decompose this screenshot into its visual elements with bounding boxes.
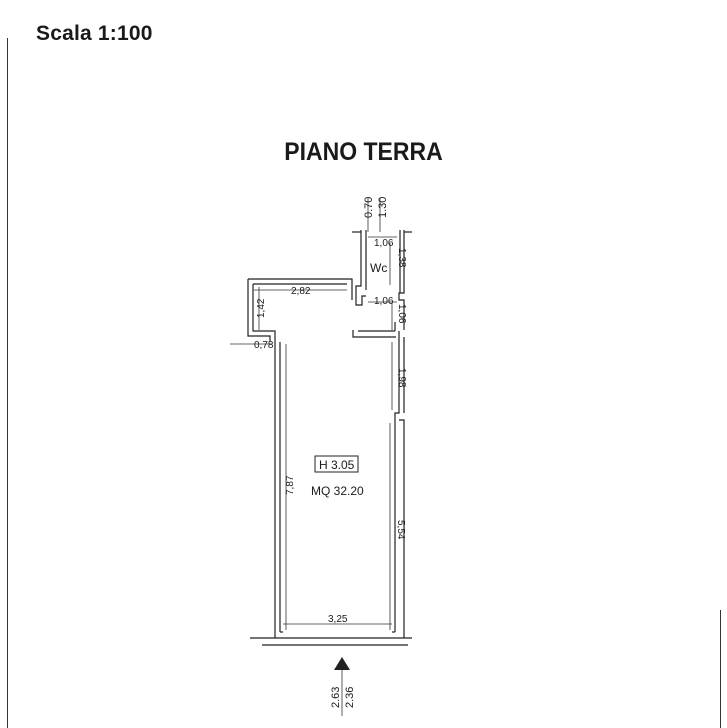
- entrance-arrow-icon: [334, 657, 350, 670]
- dim-left-length: 7,87: [285, 475, 296, 495]
- walls: [247, 230, 412, 646]
- dim-entry-a: 2.63: [330, 687, 342, 708]
- sheet-border-right: [720, 610, 721, 728]
- dim-alcove-width: 2,82: [291, 286, 311, 297]
- dim-right-upper: 1,98: [396, 368, 407, 388]
- room-area: MQ 32.20: [311, 484, 364, 498]
- room-height: H 3.05: [319, 458, 355, 472]
- dimension-labels: 1,06 1,06 2,82 0,78 3,25 1,38 1,06 1,42 …: [254, 197, 407, 708]
- dimension-lines: [230, 198, 397, 630]
- floor-title: PIANO TERRA: [284, 138, 443, 166]
- dim-bottom-width: 3,25: [328, 614, 348, 625]
- scale-label: Scala 1:100: [36, 22, 153, 45]
- dim-left-offset: 0,78: [254, 340, 274, 351]
- dim-wc-lower-height: 1,06: [396, 304, 407, 324]
- dim-top-b: 1.30: [377, 197, 389, 218]
- room-height-box: [314, 455, 359, 473]
- wc-label: Wc: [370, 261, 387, 275]
- dim-top-a: 0.70: [363, 197, 375, 218]
- dim-wc-door-width: 1,06: [374, 296, 394, 307]
- dim-wc-height: 1,38: [396, 248, 407, 268]
- dim-right-lower: 5,54: [395, 520, 406, 540]
- sheet-border-left: [7, 38, 8, 728]
- dim-wc-top-width: 1,06: [374, 238, 394, 249]
- dim-alcove-height: 1,42: [256, 298, 267, 318]
- dim-entry-b: 2.36: [344, 687, 356, 708]
